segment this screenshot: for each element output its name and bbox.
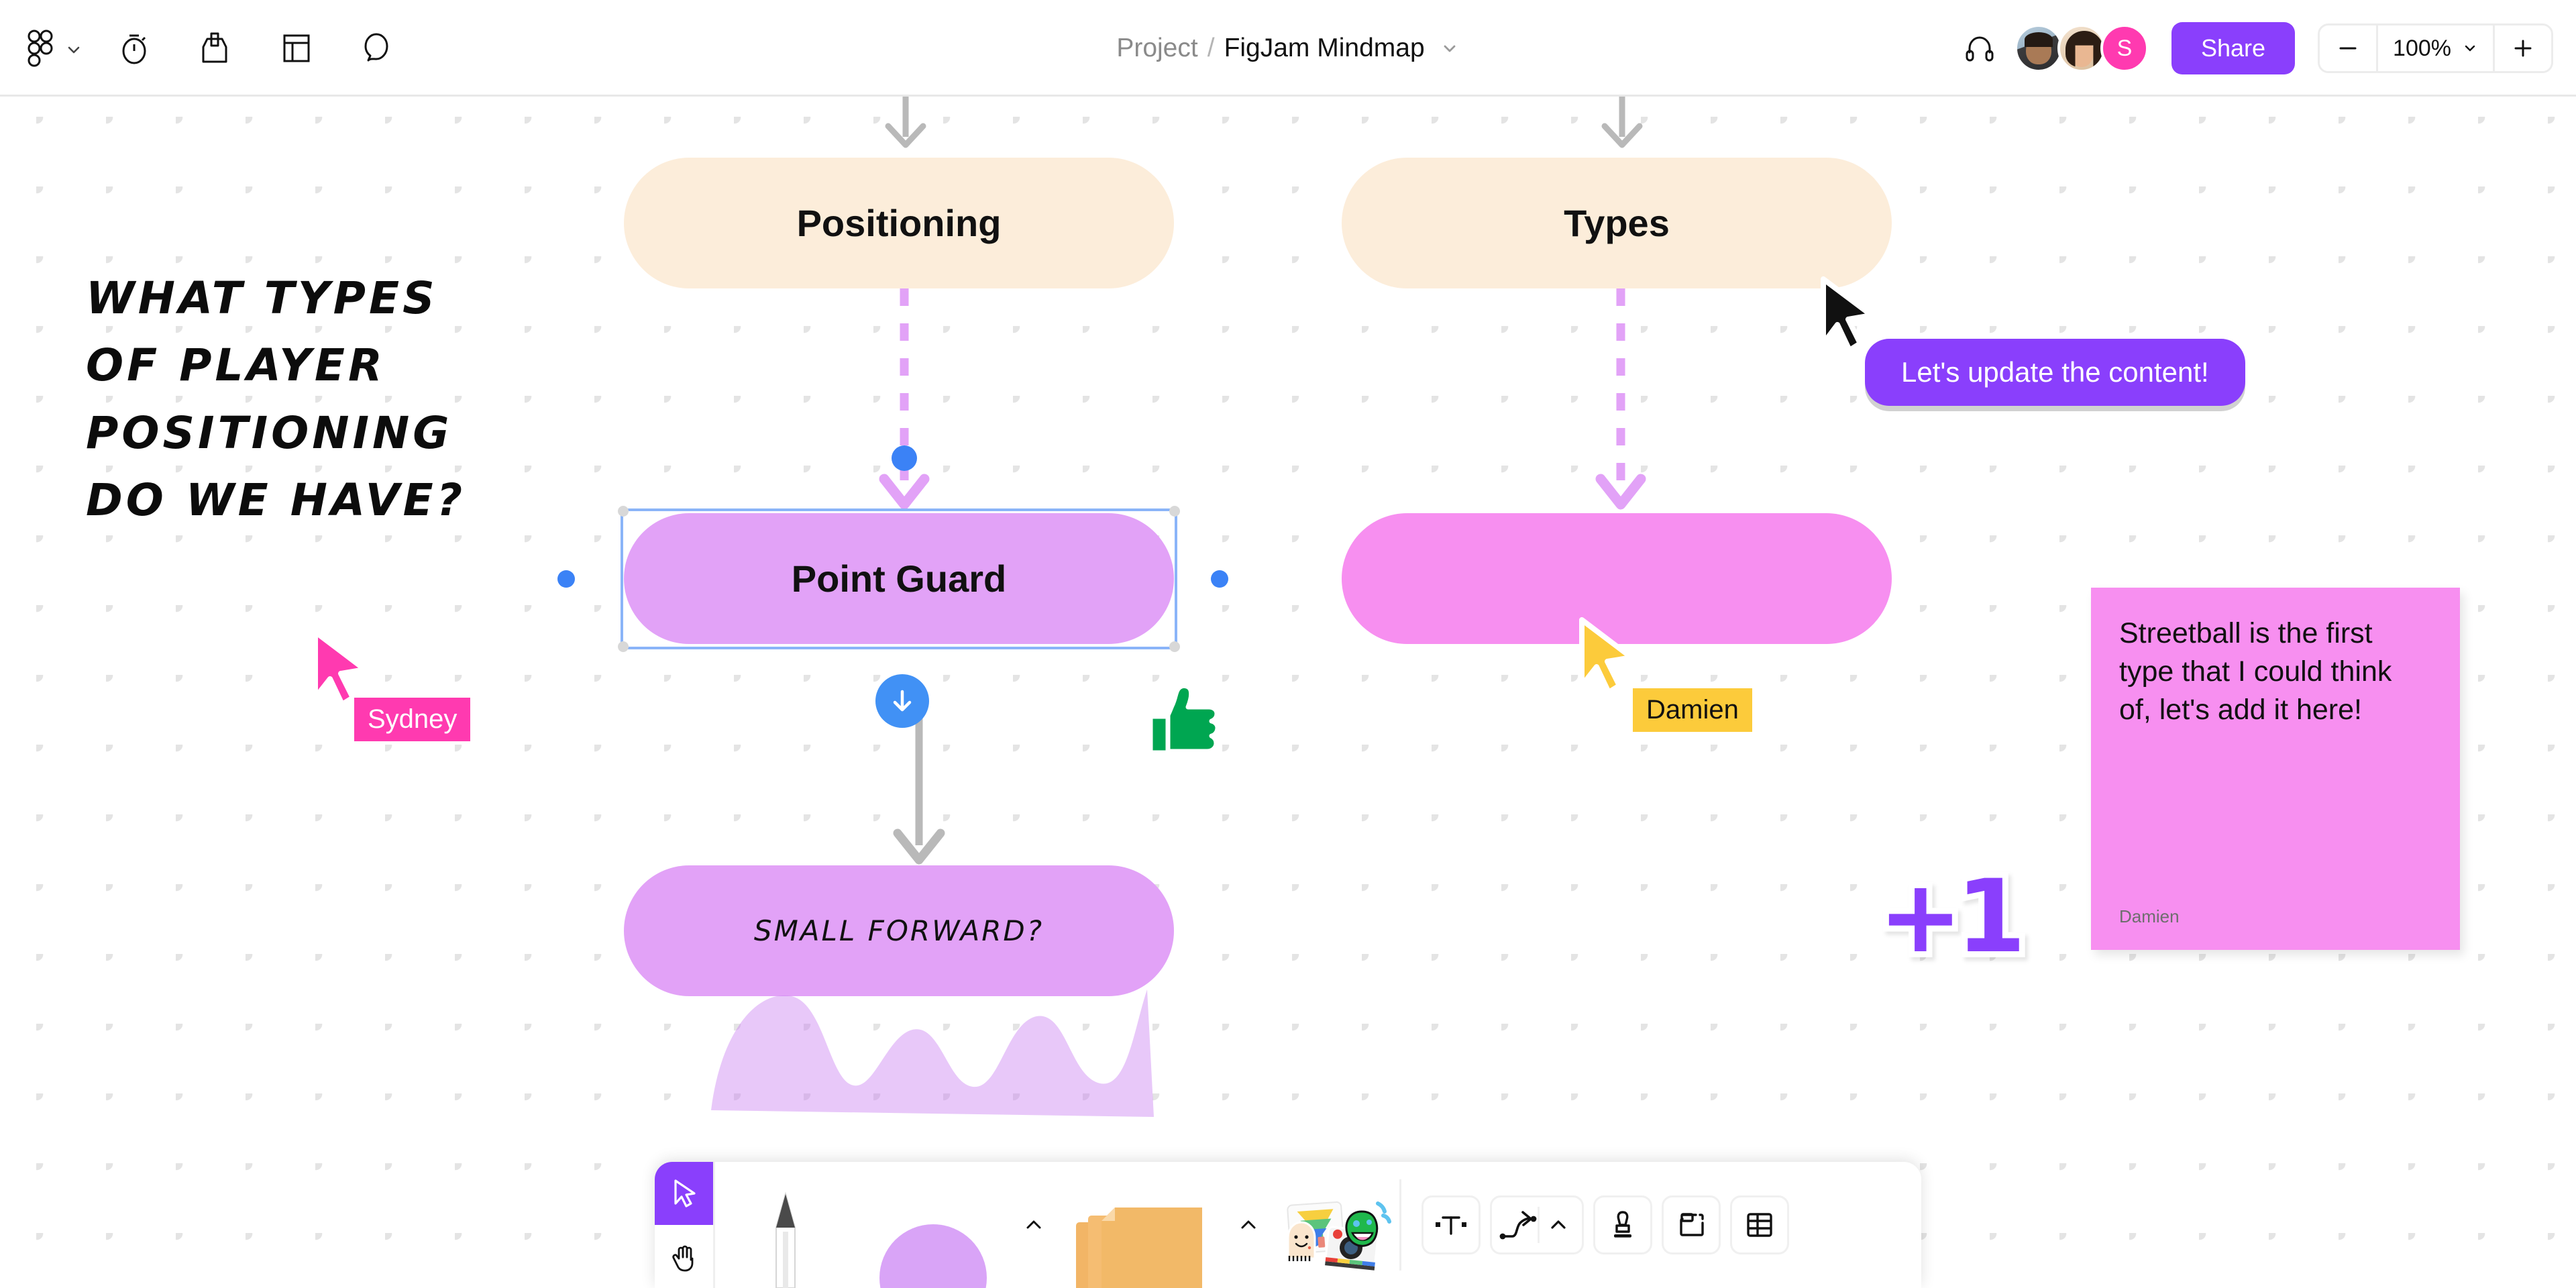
topbar-right-group: S Share 100% bbox=[1951, 0, 2553, 97]
zoom-in-button[interactable] bbox=[2495, 25, 2551, 71]
top-toolbar: Project / FigJam Mindmap S Share bbox=[0, 0, 2576, 97]
avatar-user-1[interactable] bbox=[2014, 24, 2063, 72]
chevron-down-icon[interactable] bbox=[64, 40, 83, 59]
handwritten-note[interactable]: WHAT TYPES OF PLAYER POSITIONING DO WE H… bbox=[86, 272, 466, 526]
text-tool-icon bbox=[1436, 1216, 1466, 1235]
layout-panel-icon[interactable] bbox=[276, 28, 317, 68]
minus-icon bbox=[2339, 47, 2357, 50]
comment-text: Let's update the content! bbox=[1901, 356, 2209, 388]
node-label: SMALL FORWARD? bbox=[753, 914, 1044, 947]
cursor-arrow-icon bbox=[674, 1179, 696, 1208]
breadcrumb: Project / FigJam Mindmap bbox=[0, 0, 2576, 97]
avatar-initial: S bbox=[2116, 35, 2133, 61]
connector-types-to-pink-node[interactable] bbox=[1589, 288, 1653, 517]
tool-sticky-note[interactable] bbox=[1057, 1162, 1225, 1288]
shape-circle-icon bbox=[879, 1224, 987, 1288]
sticky-notes-icon bbox=[1076, 1208, 1202, 1288]
chevron-down-icon bbox=[2465, 45, 2475, 52]
tool-hand[interactable] bbox=[655, 1225, 713, 1288]
vote-box-icon[interactable] bbox=[195, 28, 235, 68]
hand-icon bbox=[672, 1245, 693, 1272]
tool-connector[interactable] bbox=[1490, 1195, 1584, 1254]
breadcrumb-separator: / bbox=[1207, 34, 1215, 62]
headphones-icon[interactable] bbox=[1951, 20, 2008, 76]
mindmap-node-positioning[interactable]: Positioning bbox=[624, 158, 1174, 288]
tool-text[interactable] bbox=[1421, 1195, 1481, 1254]
zoom-level-value: 100% bbox=[2393, 35, 2451, 61]
sticky-options-chevron[interactable] bbox=[1225, 1162, 1272, 1288]
stamp-tool-icon bbox=[1614, 1211, 1631, 1238]
selection-corner-br bbox=[1169, 641, 1180, 652]
tool-table[interactable] bbox=[1730, 1195, 1789, 1254]
selection-corner-bl bbox=[618, 641, 629, 652]
node-label: Types bbox=[1564, 202, 1670, 244]
media-stickers-icon bbox=[1286, 1201, 1391, 1271]
plus-icon bbox=[2514, 40, 2532, 57]
avatar-user-s[interactable]: S bbox=[2100, 24, 2149, 72]
toolbar-divider bbox=[1399, 1179, 1401, 1271]
connector-tool-icon bbox=[1499, 1211, 1536, 1240]
figma-logo-icon[interactable] bbox=[20, 28, 60, 68]
comment-bubble[interactable]: Let's update the content! bbox=[1865, 339, 2245, 406]
selection-corner-tl bbox=[618, 506, 629, 517]
selection-corner-tr bbox=[1169, 506, 1180, 517]
timer-icon[interactable] bbox=[114, 28, 154, 68]
connector-divider bbox=[1537, 1207, 1540, 1243]
share-button[interactable]: Share bbox=[2171, 22, 2296, 74]
tool-pen[interactable] bbox=[715, 1162, 856, 1288]
breadcrumb-project[interactable]: Project bbox=[1116, 34, 1198, 62]
pen-marker-icon bbox=[775, 1191, 796, 1288]
chevron-up-icon bbox=[1026, 1220, 1041, 1229]
table-tool-icon bbox=[1747, 1213, 1772, 1237]
node-label: Point Guard bbox=[791, 557, 1007, 600]
selection-handle-left[interactable] bbox=[557, 570, 575, 588]
chevron-down-icon[interactable] bbox=[1440, 38, 1460, 58]
mindmap-node-types[interactable]: Types bbox=[1342, 158, 1892, 288]
tool-widget[interactable] bbox=[1662, 1195, 1721, 1254]
chevron-up-icon bbox=[1550, 1220, 1566, 1229]
sticky-note-text: Streetball is the first type that I coul… bbox=[2119, 617, 2392, 726]
arrow-down-icon bbox=[893, 690, 912, 712]
connector-point-guard-to-small-forward[interactable] bbox=[884, 711, 962, 879]
chevron-up-icon bbox=[1241, 1220, 1256, 1229]
zoom-level-dropdown[interactable]: 100% bbox=[2376, 25, 2495, 71]
plus-one-sticker[interactable]: +1 bbox=[1872, 853, 2032, 981]
thumbs-up-sticker[interactable] bbox=[1144, 684, 1224, 758]
cursor-label-sydney: Sydney bbox=[354, 698, 471, 741]
zoom-out-button[interactable] bbox=[2320, 25, 2377, 71]
bottom-toolbar bbox=[655, 1162, 1921, 1288]
comment-bubble-icon[interactable] bbox=[357, 28, 397, 68]
mindmap-node-empty-pink[interactable] bbox=[1342, 513, 1892, 644]
cursor-label-damien: Damien bbox=[1633, 688, 1752, 732]
node-label: Positioning bbox=[796, 202, 1002, 244]
toolbar-right-group bbox=[1401, 1162, 1809, 1288]
widget-tool-icon bbox=[1680, 1213, 1704, 1236]
sticky-note-author: Damien bbox=[2119, 906, 2180, 926]
tool-shape[interactable] bbox=[856, 1162, 1010, 1288]
zoom-control-group: 100% bbox=[2318, 23, 2553, 73]
tool-media-stickers[interactable] bbox=[1272, 1162, 1399, 1288]
tool-stamp[interactable] bbox=[1593, 1195, 1652, 1254]
mindmap-node-small-forward[interactable]: SMALL FORWARD? bbox=[624, 865, 1174, 996]
tool-pointer[interactable] bbox=[655, 1162, 713, 1225]
connector-positioning-to-point-guard[interactable] bbox=[872, 288, 936, 517]
avatar-user-2[interactable] bbox=[2057, 24, 2106, 72]
tool-select-stack bbox=[655, 1162, 715, 1288]
selection-handle-right[interactable] bbox=[1211, 570, 1228, 588]
mindmap-node-point-guard[interactable]: Point Guard bbox=[624, 513, 1174, 644]
add-child-node-button[interactable] bbox=[875, 674, 929, 728]
breadcrumb-file-name[interactable]: FigJam Mindmap bbox=[1224, 34, 1425, 62]
shape-options-chevron[interactable] bbox=[1010, 1162, 1057, 1288]
sticky-note[interactable]: Streetball is the first type that I coul… bbox=[2091, 588, 2460, 950]
